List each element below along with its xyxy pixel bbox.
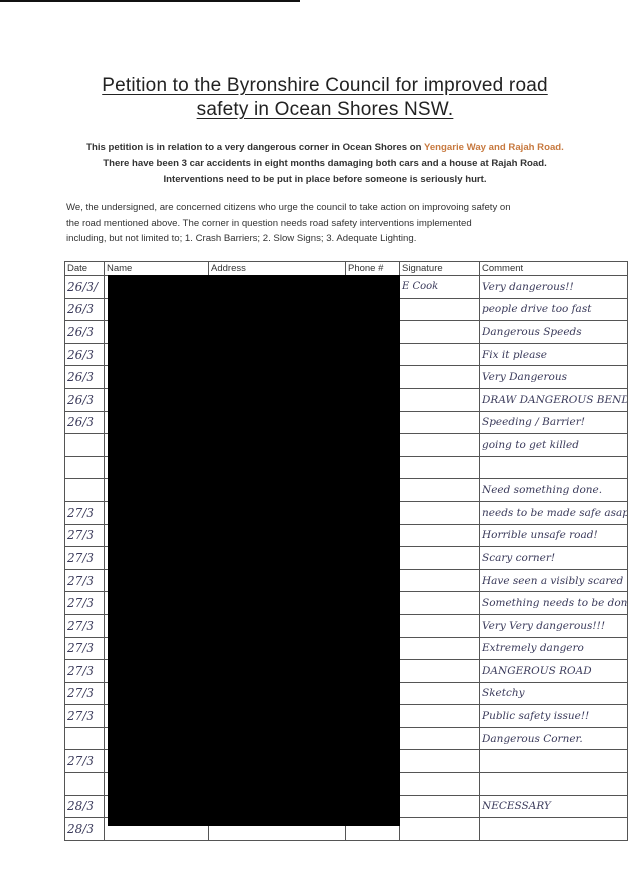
- signature-cell: [399, 613, 480, 638]
- signature-cell: [399, 455, 480, 480]
- date-cell: 28/3: [64, 817, 105, 841]
- comment-cell: people drive too fast: [479, 297, 628, 322]
- date-cell: 27/3: [64, 659, 105, 683]
- signature-cell: [399, 749, 480, 774]
- date-cell: 27/3: [64, 681, 105, 706]
- comment-cell: Extremely dangero: [479, 636, 628, 661]
- signature-cell: [399, 365, 480, 389]
- signature-cell: [399, 546, 480, 570]
- comment-cell: NECESSARY: [479, 794, 628, 819]
- top-rule: [0, 0, 300, 2]
- date-cell: 26/3/: [64, 275, 105, 299]
- body-paragraph: We, the undersigned, are concerned citiz…: [66, 200, 586, 247]
- signature-cell: E Cook: [399, 275, 480, 299]
- body-line-3: including, but not limited to; 1. Crash …: [66, 233, 417, 244]
- date-cell: [64, 772, 105, 796]
- signature-cell: [399, 320, 480, 344]
- signature-cell: [399, 500, 480, 525]
- comment-cell: Dangerous Corner.: [479, 726, 628, 751]
- date-cell: [64, 455, 105, 480]
- header-name: Name: [104, 261, 209, 276]
- date-cell: 26/3: [64, 387, 105, 412]
- signature-cell: [399, 297, 480, 322]
- intro-line-1-suffix: .: [561, 142, 564, 153]
- date-cell: 27/3: [64, 704, 105, 728]
- signature-cell: [399, 387, 480, 412]
- comment-cell: Speeding / Barrier!: [479, 410, 628, 435]
- comment-cell: Very Dangerous: [479, 365, 628, 389]
- comment-cell: DANGEROUS ROAD: [479, 659, 628, 683]
- signature-cell: [399, 478, 480, 502]
- date-cell: 27/3: [64, 591, 105, 615]
- header-date: Date: [64, 261, 105, 276]
- date-cell: 27/3: [64, 568, 105, 593]
- header-phone: Phone #: [345, 261, 400, 276]
- table-header-row: Date Name Address Phone # Signature Comm…: [64, 261, 628, 276]
- comment-cell: Something needs to be done: [479, 591, 628, 615]
- date-cell: 26/3: [64, 320, 105, 344]
- date-cell: 28/3: [64, 794, 105, 819]
- title-line-2: safety in Ocean Shores NSW.: [196, 99, 454, 120]
- comment-cell: going to get killed: [479, 433, 628, 457]
- signature-cell: [399, 704, 480, 728]
- date-cell: 27/3: [64, 546, 105, 570]
- body-line-1: We, the undersigned, are concerned citiz…: [66, 202, 511, 213]
- date-cell: 27/3: [64, 500, 105, 525]
- date-cell: 27/3: [64, 613, 105, 638]
- comment-cell: Need something done.: [479, 478, 628, 502]
- comment-cell: DRAW DANGEROUS BEND!: [479, 387, 628, 412]
- signature-cell: [399, 772, 480, 796]
- date-cell: 27/3: [64, 636, 105, 661]
- petition-title: Petition to the Byronshire Council for i…: [60, 74, 590, 122]
- comment-cell: Very Very dangerous!!!: [479, 613, 628, 638]
- signature-sheet: Date Name Address Phone # Signature Comm…: [64, 261, 628, 841]
- signature-cell: [399, 726, 480, 751]
- body-line-2: the road mentioned above. The corner in …: [66, 217, 472, 229]
- comment-cell: Very dangerous!!: [479, 275, 628, 299]
- comment-cell: Have seen a visibly scared: [479, 568, 628, 593]
- title-line-1: Petition to the Byronshire Council for i…: [102, 75, 548, 96]
- date-cell: 26/3: [64, 365, 105, 389]
- comment-cell: Sketchy: [479, 681, 628, 706]
- signature-cell: [399, 568, 480, 593]
- intro-paragraph: This petition is in relation to a very d…: [50, 140, 600, 188]
- signature-cell: [399, 342, 480, 367]
- comment-cell: [479, 749, 628, 774]
- date-cell: 26/3: [64, 297, 105, 322]
- date-cell: [64, 478, 105, 502]
- signature-cell: [399, 659, 480, 683]
- comment-cell: needs to be made safe asap.: [479, 500, 628, 525]
- signature-cell: [399, 817, 480, 841]
- intro-line-1-prefix: This petition is in relation to a very d…: [86, 142, 424, 153]
- comment-cell: [479, 772, 628, 796]
- intro-line-2: There have been 3 car accidents in eight…: [103, 158, 547, 169]
- comment-cell: Horrible unsafe road!: [479, 523, 628, 548]
- signature-cell: [399, 591, 480, 615]
- comment-cell: [479, 455, 628, 480]
- signature-cell: [399, 681, 480, 706]
- redaction-name-address: [108, 275, 346, 826]
- signature-cell: [399, 433, 480, 457]
- date-cell: 27/3: [64, 523, 105, 548]
- comment-cell: Fix it please: [479, 342, 628, 367]
- date-cell: 27/3: [64, 749, 105, 774]
- signature-cell: [399, 794, 480, 819]
- comment-cell: [479, 817, 628, 841]
- header-signature: Signature: [399, 261, 480, 276]
- signature-cell: [399, 410, 480, 435]
- date-cell: 26/3: [64, 342, 105, 367]
- date-cell: [64, 726, 105, 751]
- intro-line-3: Interventions need to be put in place be…: [163, 174, 487, 185]
- intro-street-names: Yengarie Way and Rajah Road: [423, 142, 562, 153]
- signature-cell: [399, 636, 480, 661]
- date-cell: 26/3: [64, 410, 105, 435]
- signature-cell: [399, 523, 480, 548]
- date-cell: [64, 433, 105, 457]
- comment-cell: Scary corner!: [479, 546, 628, 570]
- redaction-phone: [346, 275, 400, 826]
- comment-cell: Public safety issue!!: [479, 704, 628, 728]
- header-comment: Comment: [479, 261, 628, 276]
- header-address: Address: [208, 261, 346, 276]
- comment-cell: Dangerous Speeds: [479, 320, 628, 344]
